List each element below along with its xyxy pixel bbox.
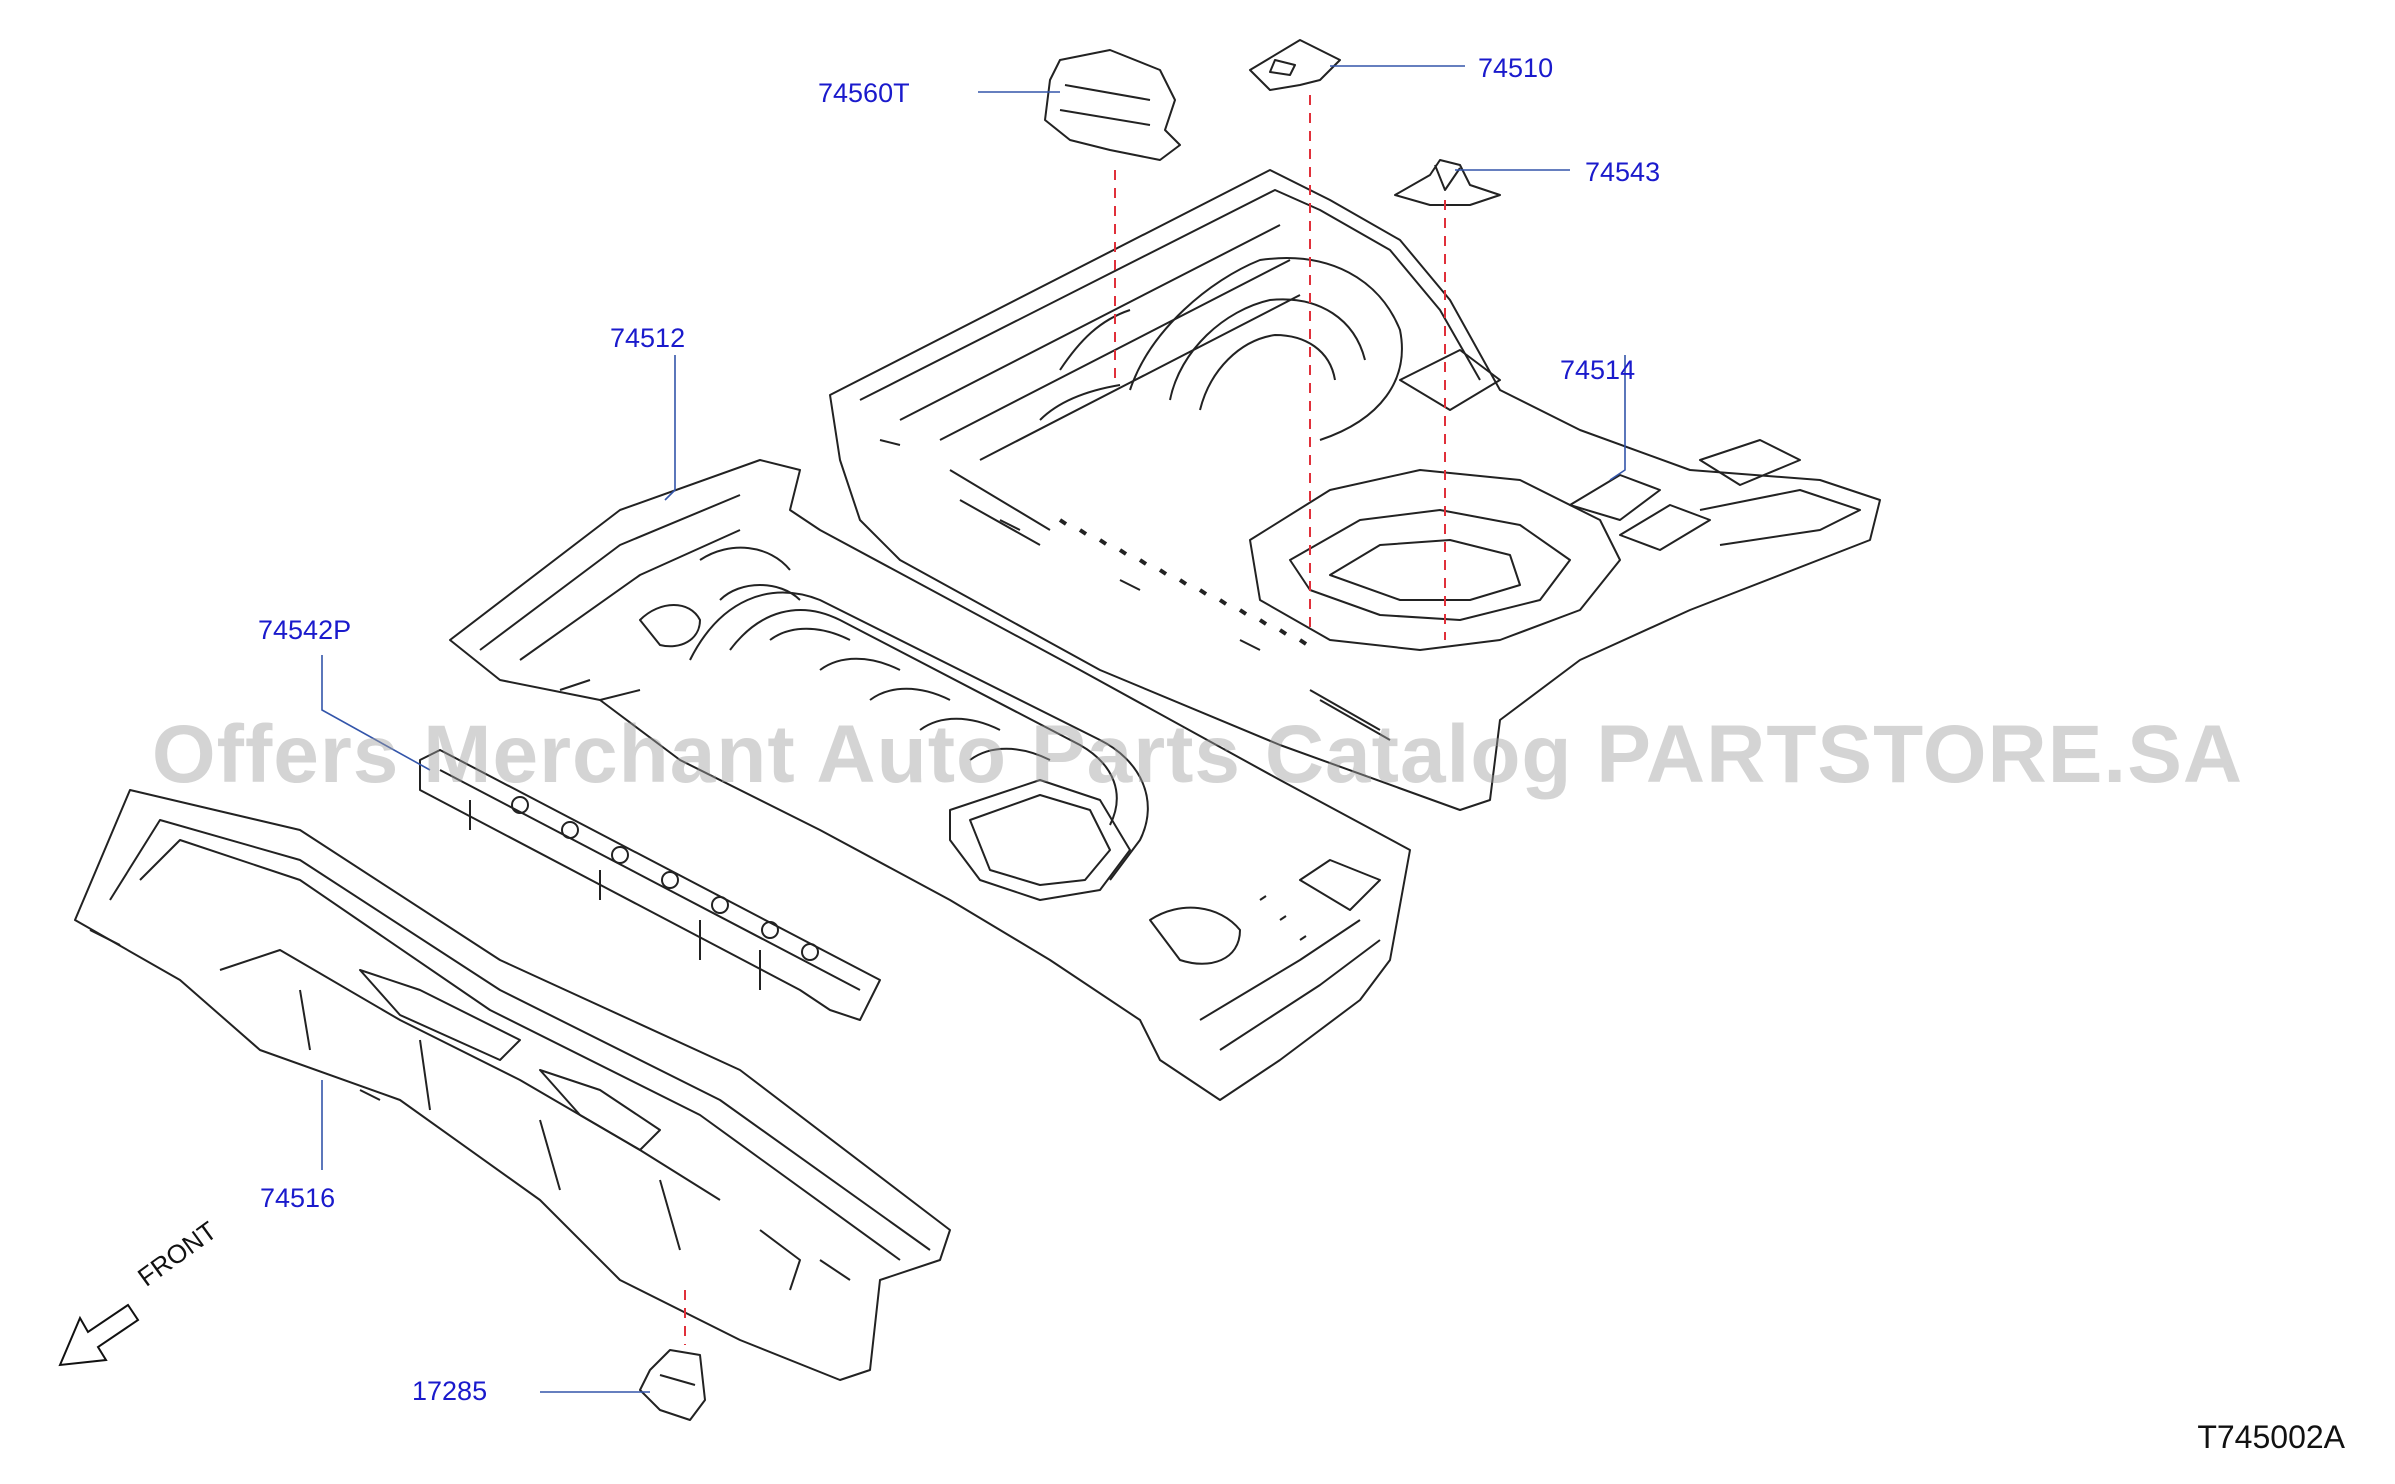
part-74560T — [1044, 49, 1181, 161]
callout-74514[interactable]: 74514 — [1560, 355, 1636, 385]
part-74510 — [1249, 39, 1341, 91]
alignment-lines — [684, 95, 1446, 1345]
callout-74516[interactable]: 74516 — [260, 1183, 336, 1213]
leader-lines — [321, 65, 1626, 1393]
callout-74512[interactable]: 74512 — [610, 323, 686, 353]
seat-cross-member — [74, 789, 951, 1381]
cross-member — [419, 749, 881, 1021]
rear-floor-rear-panel — [829, 169, 1881, 811]
callout-74510[interactable]: 74510 — [1478, 53, 1554, 83]
front-arrow-icon — [58, 1303, 140, 1367]
callout-74543[interactable]: 74543 — [1585, 157, 1661, 187]
callout-17285[interactable]: 17285 — [412, 1376, 488, 1406]
part-74543 — [1394, 159, 1501, 206]
callout-74542P[interactable]: 74542P — [258, 615, 352, 645]
rear-floor-front-panel — [449, 459, 1411, 1101]
diagram-code: T745002A — [2197, 1419, 2345, 1455]
callout-74560T[interactable]: 74560T — [818, 78, 910, 108]
part-17285 — [639, 1349, 706, 1421]
